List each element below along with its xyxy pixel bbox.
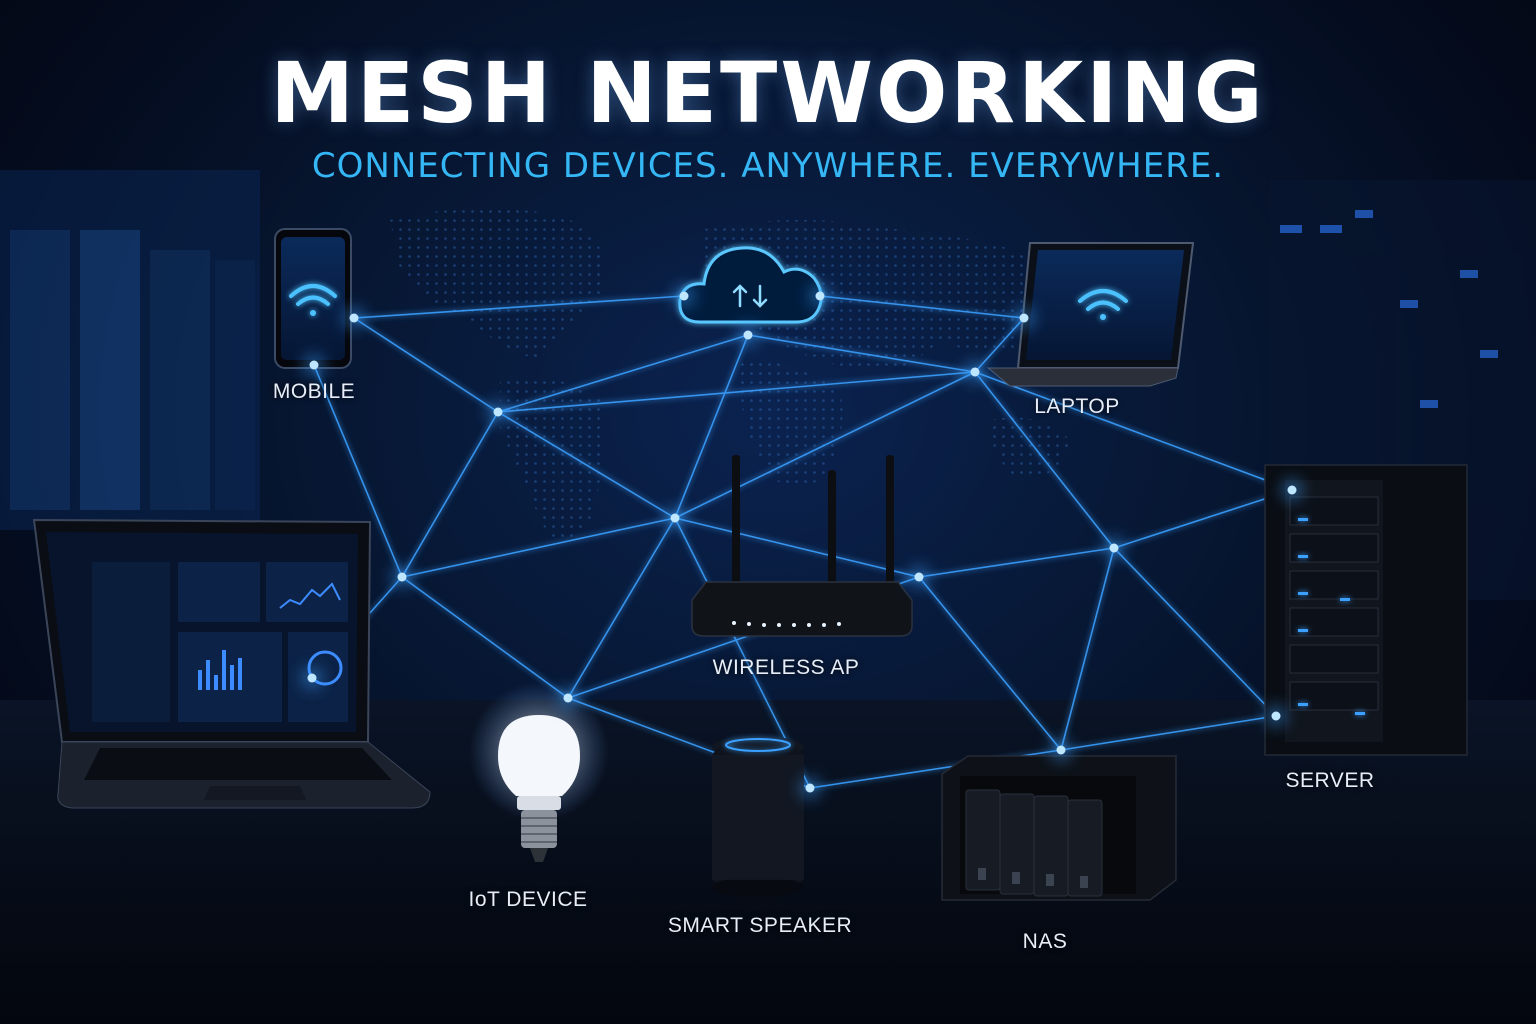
- laptop-device: [986, 242, 1195, 387]
- mesh-node: [302, 668, 322, 688]
- mesh-node: [674, 286, 694, 306]
- mesh-node: [1282, 480, 1302, 500]
- world-map: [390, 208, 1085, 540]
- mesh-node: [665, 508, 685, 528]
- mesh-link: [401, 576, 569, 699]
- mesh-link: [1060, 547, 1115, 751]
- label-mobile: MOBILE: [272, 380, 356, 403]
- mesh-link: [974, 371, 1115, 549]
- iot-bulb: [469, 682, 609, 862]
- mesh-node: [558, 688, 578, 708]
- mesh-node: [1104, 538, 1124, 558]
- mesh-node: [304, 355, 324, 375]
- mesh-node: [965, 362, 985, 382]
- mesh-link: [674, 371, 976, 519]
- mesh-link: [497, 334, 749, 413]
- mesh-link: [1060, 715, 1277, 751]
- mesh-link: [313, 364, 403, 578]
- mesh-link: [918, 576, 1062, 751]
- mesh-link: [974, 371, 1293, 491]
- mobile-phone: [274, 228, 352, 369]
- mesh-link: [674, 334, 749, 519]
- mesh-node: [810, 286, 830, 306]
- page-title: MESH NETWORKING: [270, 44, 1266, 142]
- wifi-icon: [1078, 289, 1128, 320]
- mesh-node: [488, 402, 508, 422]
- mesh-node: [738, 325, 758, 345]
- mesh-link: [974, 317, 1025, 373]
- server-rack: [1264, 464, 1468, 756]
- mesh-link: [918, 547, 1115, 578]
- mesh-node: [1266, 706, 1286, 726]
- label-nas: NAS: [1022, 930, 1068, 953]
- label-server: SERVER: [1285, 769, 1375, 792]
- mesh-link: [353, 295, 685, 319]
- label-laptop: LAPTOP: [1034, 395, 1120, 418]
- mesh-link: [1113, 489, 1293, 549]
- mesh-node: [1051, 740, 1071, 760]
- mesh-nodes: [302, 286, 1302, 798]
- dashboard-laptop: [32, 518, 431, 809]
- label-smart-speaker: SMART SPEAKER: [667, 914, 853, 937]
- page-subtitle: CONNECTING DEVICES. ANYWHERE. EVERYWHERE…: [311, 146, 1225, 186]
- mesh-node: [344, 308, 364, 328]
- mesh-link: [497, 371, 976, 413]
- mesh-node: [392, 567, 412, 587]
- mesh-link: [819, 295, 1025, 319]
- mesh-links: [311, 295, 1293, 789]
- mesh-node: [909, 567, 929, 587]
- wireless-ap-router: [691, 455, 913, 637]
- mesh-link: [1113, 547, 1277, 717]
- mesh-node: [800, 778, 820, 798]
- label-iot-device: IoT DEVICE: [468, 888, 588, 911]
- mesh-link: [674, 517, 920, 578]
- mesh-link: [353, 317, 499, 413]
- background-windows: [0, 170, 260, 530]
- mesh-link: [401, 517, 676, 578]
- mesh-link: [747, 334, 976, 373]
- mesh-link: [567, 517, 676, 699]
- wifi-icon: [289, 284, 337, 316]
- label-wireless-ap: WIRELESS AP: [712, 656, 860, 679]
- mesh-link: [497, 411, 676, 519]
- smart-speaker-device: [712, 736, 804, 897]
- mesh-link: [401, 411, 499, 578]
- mesh-node: [1014, 308, 1034, 328]
- nas-device: [941, 755, 1177, 901]
